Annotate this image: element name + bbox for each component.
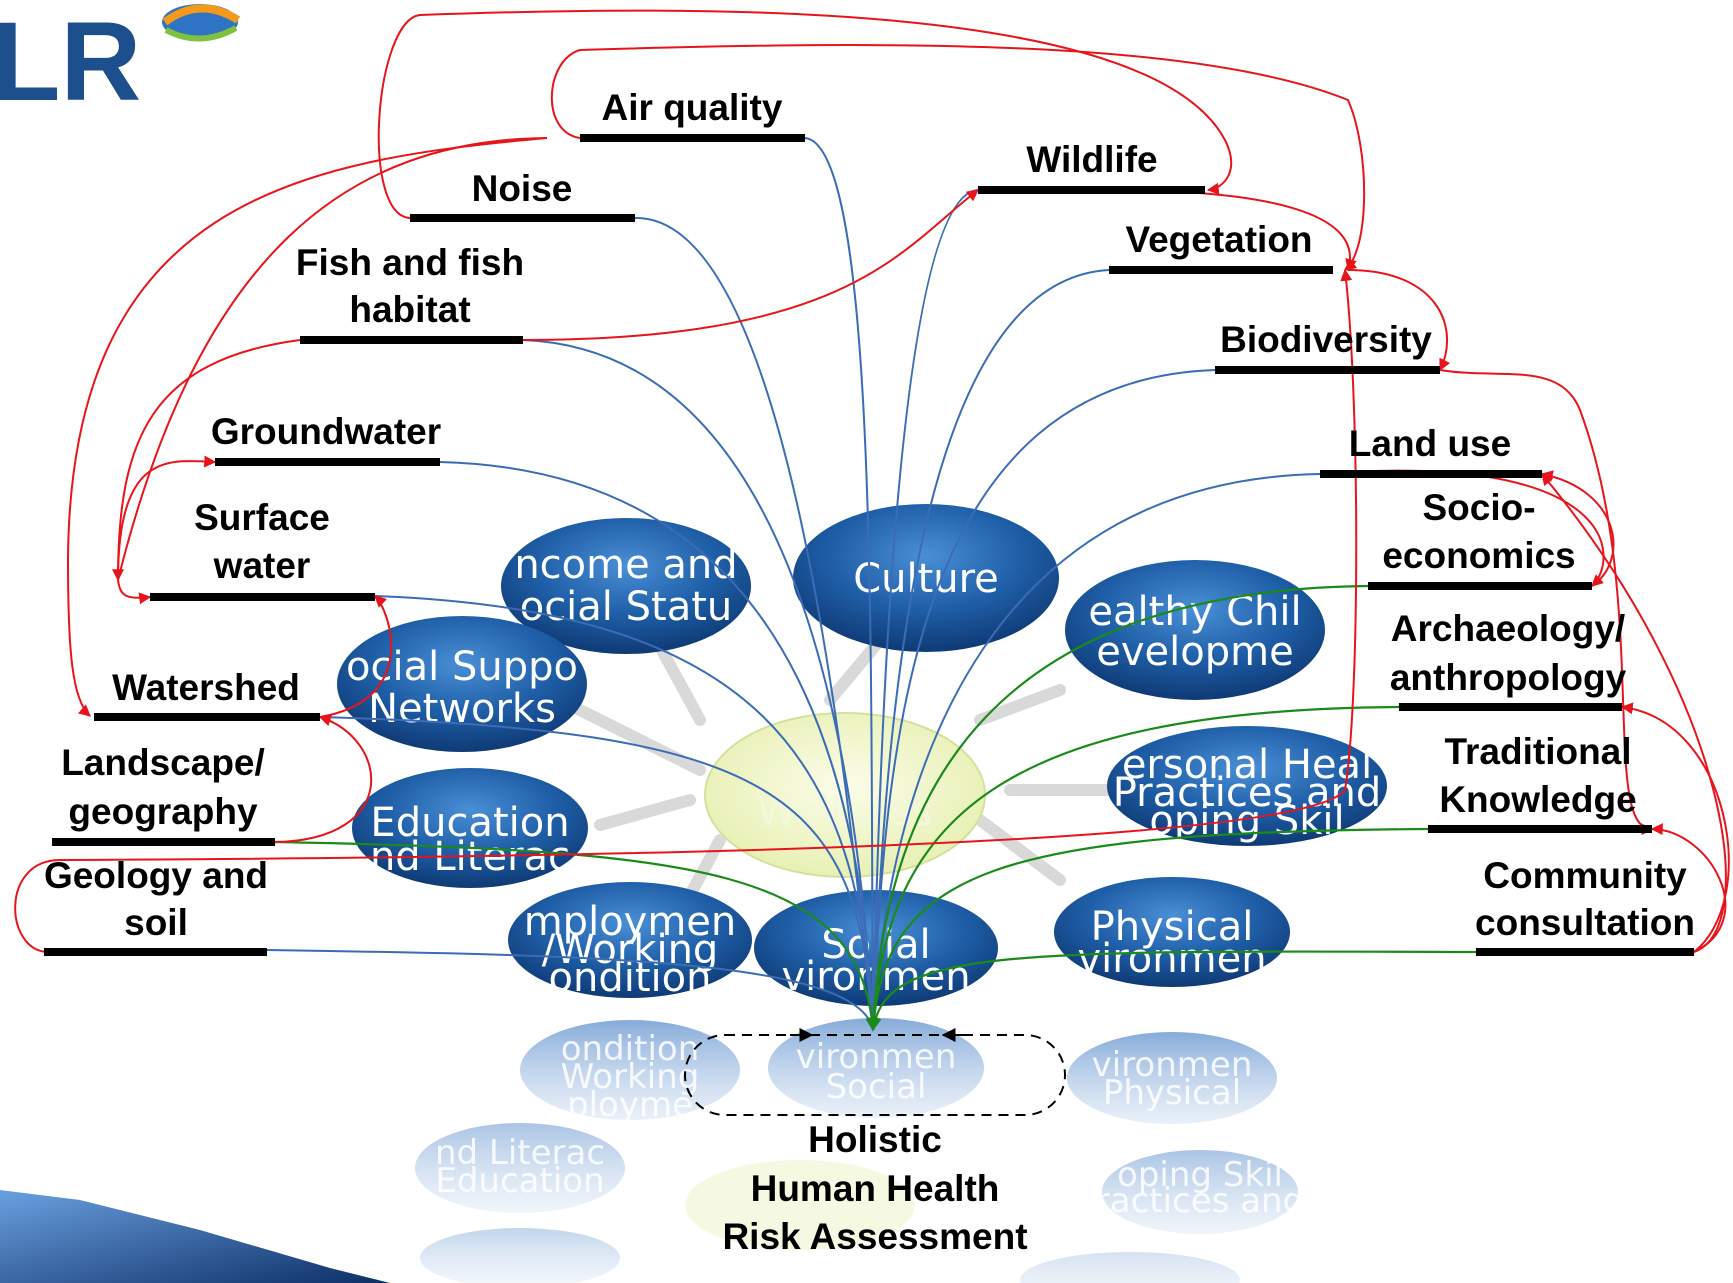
factor-surface-water: Surface water [150, 497, 375, 601]
vegetation-label: Vegetation [1125, 219, 1312, 260]
socio-label-2: economics [1382, 535, 1575, 576]
geology-label-2: soil [124, 902, 188, 943]
reflection-personal: oping Skil ractices and [1096, 1150, 1304, 1234]
biodiversity-label: Biodiversity [1220, 319, 1432, 360]
geology-label-1: Geology and [44, 855, 268, 896]
refl-education-1: nd Literac [435, 1133, 605, 1173]
culture-label: Culture [853, 556, 999, 602]
landscape-label-1: Landscape/ [61, 742, 265, 783]
refl-personal-1: oping Skil [1117, 1155, 1283, 1195]
determinant-personal-health: ersonal Heal Practices and oping Skil [1107, 726, 1387, 846]
reflection-physical: vironmen Physical [1067, 1032, 1277, 1124]
globe-icon [162, 4, 241, 42]
determinant-culture: Culture [793, 504, 1059, 652]
factor-fish-habitat: Fish and fish habitat [296, 242, 524, 344]
factor-archaeology: Archaeology/ anthropology [1390, 608, 1627, 711]
wellness-node: Wellness [704, 712, 986, 878]
outcome-label: Holistic Human Health Risk Assessment [722, 1119, 1027, 1257]
refl-physical-2: Physical [1103, 1073, 1241, 1113]
determinant-education: Education nd Literac [352, 768, 588, 888]
reflection-wellness [685, 1160, 915, 1250]
traditional-label-1: Traditional [1444, 731, 1631, 772]
support-label-2: Networks [368, 686, 556, 732]
refl-social-2: Social [826, 1067, 927, 1107]
reflection-social: vironmen Social [768, 1018, 984, 1118]
support-label-1: ocial Suppo [346, 644, 578, 690]
physical-label-1: Physical [1091, 904, 1254, 950]
factor-landscape: Landscape/ geography [52, 742, 275, 846]
refl-physical-1: vironmen [1092, 1045, 1253, 1085]
groundwater-label: Groundwater [211, 411, 441, 452]
income-label-1: ncome and [514, 542, 737, 588]
surface-water-label-1: Surface [194, 497, 330, 538]
traditional-label-2: Knowledge [1439, 779, 1636, 820]
air-quality-label: Air quality [602, 87, 783, 128]
determinant-physical-environment: Physical vironmen [1054, 877, 1290, 987]
employment-label-1: mploymen [524, 899, 737, 945]
factor-biodiversity: Biodiversity [1215, 319, 1440, 374]
outcome-frame [684, 1028, 1066, 1116]
outcome-line-2: Human Health [751, 1168, 1000, 1209]
logo-text: LR [0, 0, 141, 124]
reflection-support [420, 1228, 620, 1283]
outcome-line-1: Holistic [808, 1119, 942, 1160]
community-label-1: Community [1483, 855, 1687, 896]
factor-geology-soil: Geology and soil [44, 855, 268, 956]
employment-label-3: ondition [549, 955, 712, 1001]
refl-employment-3: ployme [567, 1085, 693, 1125]
green-connectors [274, 584, 1477, 1032]
factor-noise: Noise [410, 168, 635, 222]
determinant-child-development: ealthy Chil evelopme [1065, 560, 1325, 700]
socio-label-1: Socio- [1422, 487, 1535, 528]
factor-land-use: Land use [1320, 423, 1542, 478]
factor-vegetation: Vegetation [1109, 219, 1333, 274]
factor-air-quality: Air quality [580, 87, 805, 142]
corner-decoration [0, 1190, 390, 1283]
refl-employment-2: Working [561, 1057, 700, 1097]
watershed-label: Watershed [112, 667, 300, 708]
determinant-employment: mploymen /Working ondition [508, 882, 752, 1001]
refl-education-2: Education [435, 1161, 604, 1201]
factor-community-consultation: Community consultation [1475, 855, 1695, 956]
landscape-label-2: geography [68, 791, 258, 832]
refl-employment-1: ondition [561, 1029, 700, 1069]
reflection-education: nd Literac Education [415, 1123, 625, 1213]
fish-label-1: Fish and fish [296, 242, 524, 283]
factor-watershed: Watershed [94, 667, 320, 721]
income-label-2: ocial Statu [520, 584, 733, 630]
archaeology-label-1: Archaeology/ [1391, 608, 1625, 649]
education-label-1: Education [370, 800, 569, 846]
archaeology-label-2: anthropology [1390, 657, 1627, 698]
factor-groundwater: Groundwater [211, 411, 441, 466]
logo: LR [0, 0, 241, 124]
surface-water-label-2: water [213, 545, 311, 586]
blue-connectors [266, 137, 1321, 1031]
personal-label-1: ersonal Heal [1122, 742, 1372, 788]
refl-social-1: vironmen [796, 1037, 957, 1077]
wildlife-label: Wildlife [1026, 139, 1157, 180]
outcome-line-3: Risk Assessment [722, 1216, 1027, 1257]
fish-label-2: habitat [349, 289, 470, 330]
factor-traditional-knowledge: Traditional Knowledge [1428, 731, 1652, 833]
personal-label-2: Practices and [1113, 770, 1382, 816]
reflection-culture [1020, 1252, 1240, 1283]
red-connectors [14, 9, 1730, 953]
child-label-2: evelopme [1096, 629, 1293, 675]
factor-wildlife: Wildlife [978, 139, 1205, 194]
community-label-2: consultation [1475, 902, 1695, 943]
land-use-label: Land use [1349, 423, 1511, 464]
physical-label-2: vironmen [1077, 936, 1266, 982]
refl-personal-2: ractices and [1096, 1181, 1304, 1221]
reflection-employment: ondition Working ployme [520, 1020, 740, 1125]
determinant-income: ncome and ocial Statu [501, 518, 751, 654]
noise-label: Noise [472, 168, 573, 209]
factor-socio-economics: Socio- economics [1368, 487, 1592, 590]
